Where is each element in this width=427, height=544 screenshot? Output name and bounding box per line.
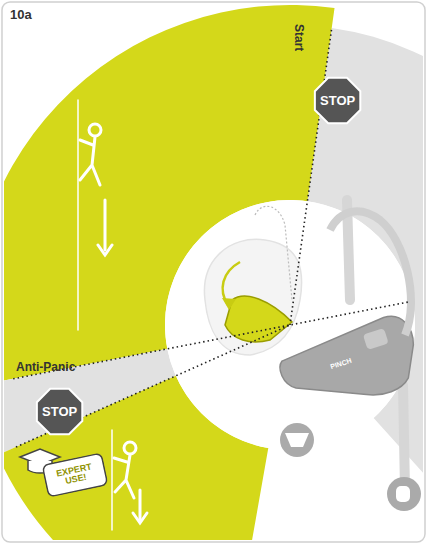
start-line xyxy=(290,30,331,325)
stop-sign: STOP xyxy=(35,387,84,436)
harness-symbol xyxy=(285,433,309,447)
zone-label: Start xyxy=(292,24,306,51)
harness-icon xyxy=(280,423,314,457)
zone-label: Anti-Panic xyxy=(16,360,75,374)
start-handle-outline xyxy=(255,206,292,300)
climber xyxy=(78,100,112,330)
stop-text: STOP xyxy=(320,93,355,108)
stop-sign: STOP xyxy=(313,76,362,125)
hand-icon xyxy=(387,477,421,511)
hand-symbol xyxy=(396,486,410,502)
hand-outline xyxy=(204,239,301,355)
climber-expert xyxy=(112,430,147,530)
section-number: 10a xyxy=(10,7,32,22)
rotation-arrow-head xyxy=(222,298,236,310)
carabiner xyxy=(330,211,411,335)
anti-panic-line-lower xyxy=(16,325,290,447)
stop-text: STOP xyxy=(42,404,77,419)
rope-tail xyxy=(403,385,405,490)
anti-panic-line-upper xyxy=(13,302,408,379)
